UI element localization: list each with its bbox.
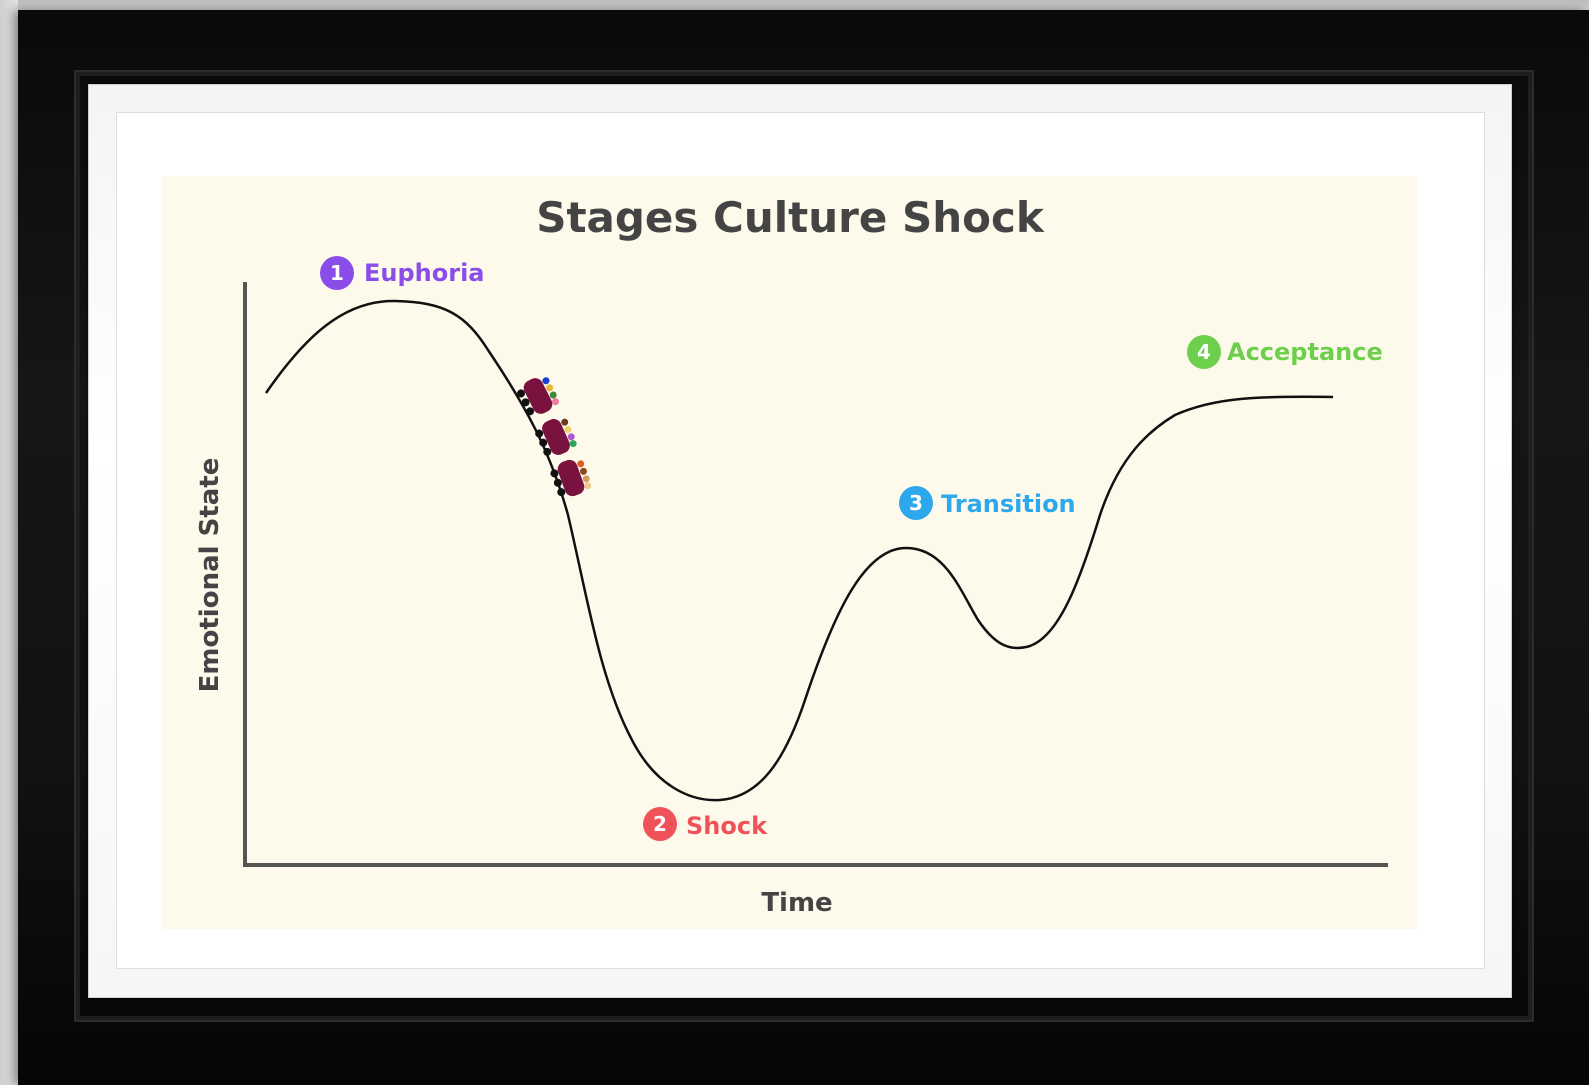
stage-label: Acceptance (1227, 338, 1383, 366)
stage-number-badge (320, 256, 354, 290)
stage-number-badge (643, 807, 677, 841)
roller-coaster-icon (516, 377, 592, 497)
stage-acceptance: 4 Acceptance (1187, 335, 1383, 369)
stage-number-badge (899, 486, 933, 520)
stage-euphoria: 1 Euphoria (320, 256, 485, 290)
emotional-curve (264, 299, 1334, 802)
diagram-background (161, 176, 1417, 929)
diagram-title: Stages Culture Shock (536, 193, 1045, 242)
stage-number: 4 (1197, 340, 1211, 364)
stage-number: 3 (909, 491, 923, 515)
background-left-edge (0, 0, 18, 1085)
stage-transition: 3 Transition (899, 486, 1076, 520)
y-axis-label: Emotional State (195, 458, 225, 693)
stage-number: 2 (653, 812, 667, 836)
stage-label: Transition (941, 490, 1076, 518)
stage-shock: 2 Shock (643, 807, 768, 841)
stage-label: Shock (686, 812, 768, 840)
background-top-edge (0, 0, 1589, 12)
stage-label: Euphoria (364, 259, 485, 287)
stage-number: 1 (330, 261, 344, 285)
stage-number-badge (1187, 335, 1221, 369)
x-axis-label: Time (761, 888, 832, 918)
